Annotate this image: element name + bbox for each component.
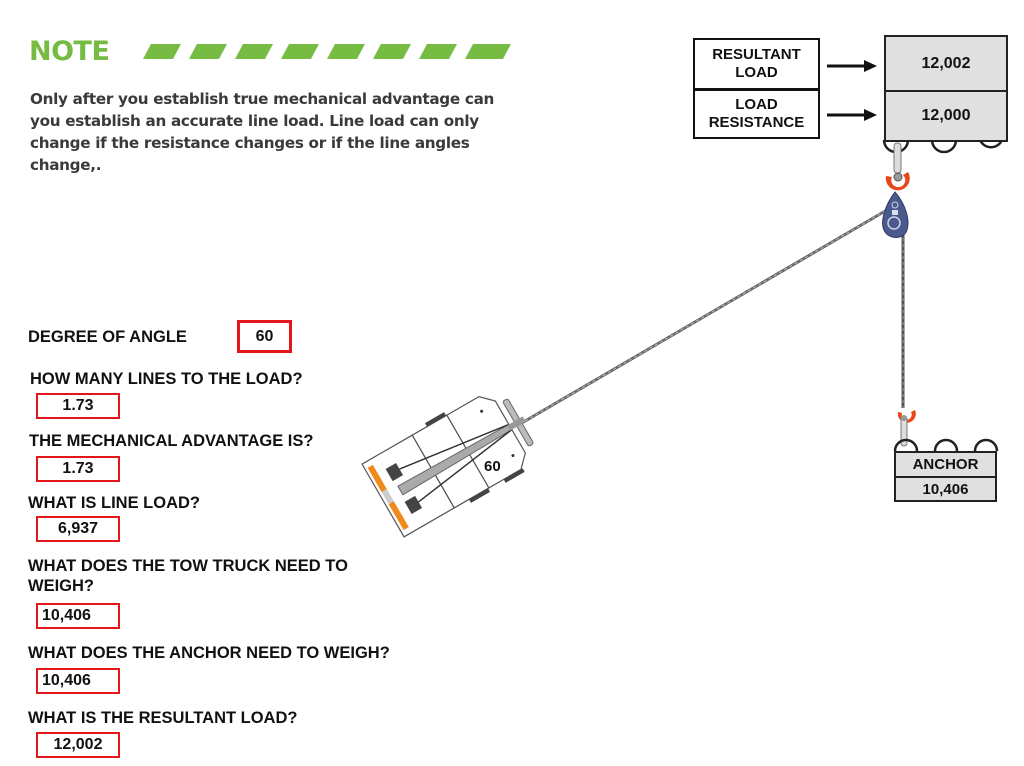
question-label: THE MECHANICAL ADVANTAGE IS? — [29, 432, 314, 450]
tow-truck-icon — [361, 395, 534, 538]
load-resistance-value: 12,000 — [884, 90, 1008, 142]
arrow-icon — [827, 109, 877, 121]
question-label: WHAT DOES THE TOW TRUCK NEED TO WEIGH? — [28, 557, 348, 595]
question-label: WHAT IS THE RESULTANT LOAD? — [28, 709, 298, 727]
decorative-stripes — [143, 44, 511, 59]
stripe — [373, 44, 411, 59]
question-label: DEGREE OF ANGLE — [28, 328, 187, 346]
stripe — [419, 44, 457, 59]
anchor-value: 10,406 — [894, 476, 997, 502]
answer-box-mechanical-advantage[interactable]: 1.73 — [36, 456, 120, 482]
load-resistance-label: LOAD RESISTANCE — [693, 89, 820, 139]
anchor-label: ANCHOR — [894, 451, 997, 478]
stripe — [143, 44, 181, 59]
answer-box-resultant-load[interactable]: 12,002 — [36, 732, 120, 758]
anchor-hook-icon — [897, 410, 916, 447]
stripe — [327, 44, 365, 59]
top-hook-icon — [885, 172, 910, 191]
question-label: HOW MANY LINES TO THE LOAD? — [30, 370, 303, 388]
note-title: NOTE — [29, 36, 110, 67]
resultant-load-value: 12,002 — [884, 35, 1008, 92]
answer-box-truck-weight[interactable]: 10,406 — [36, 603, 120, 629]
stripe — [465, 44, 511, 59]
answer-box-line-load[interactable]: 6,937 — [36, 516, 120, 542]
snatch-block-icon — [882, 191, 909, 238]
answer-box-anchor-weight[interactable]: 10,406 — [36, 668, 120, 694]
stripe — [281, 44, 319, 59]
stripe — [189, 44, 227, 59]
anchor-loops — [893, 438, 999, 452]
answer-box-degree[interactable]: 60 — [237, 320, 292, 353]
question-label: WHAT DOES THE ANCHOR NEED TO WEIGH? — [28, 644, 390, 662]
arrow-icon — [827, 60, 877, 72]
angled-cable-highlight — [519, 209, 888, 425]
resultant-load-label: RESULTANT LOAD — [693, 38, 820, 90]
answer-box-lines[interactable]: 1.73 — [36, 393, 120, 419]
note-text: Only after you establish true mechanical… — [30, 90, 495, 174]
stripe — [235, 44, 273, 59]
truck-angle-label: 60 — [484, 458, 501, 475]
top-shackle — [893, 142, 902, 174]
question-label: WHAT IS LINE LOAD? — [28, 494, 201, 512]
